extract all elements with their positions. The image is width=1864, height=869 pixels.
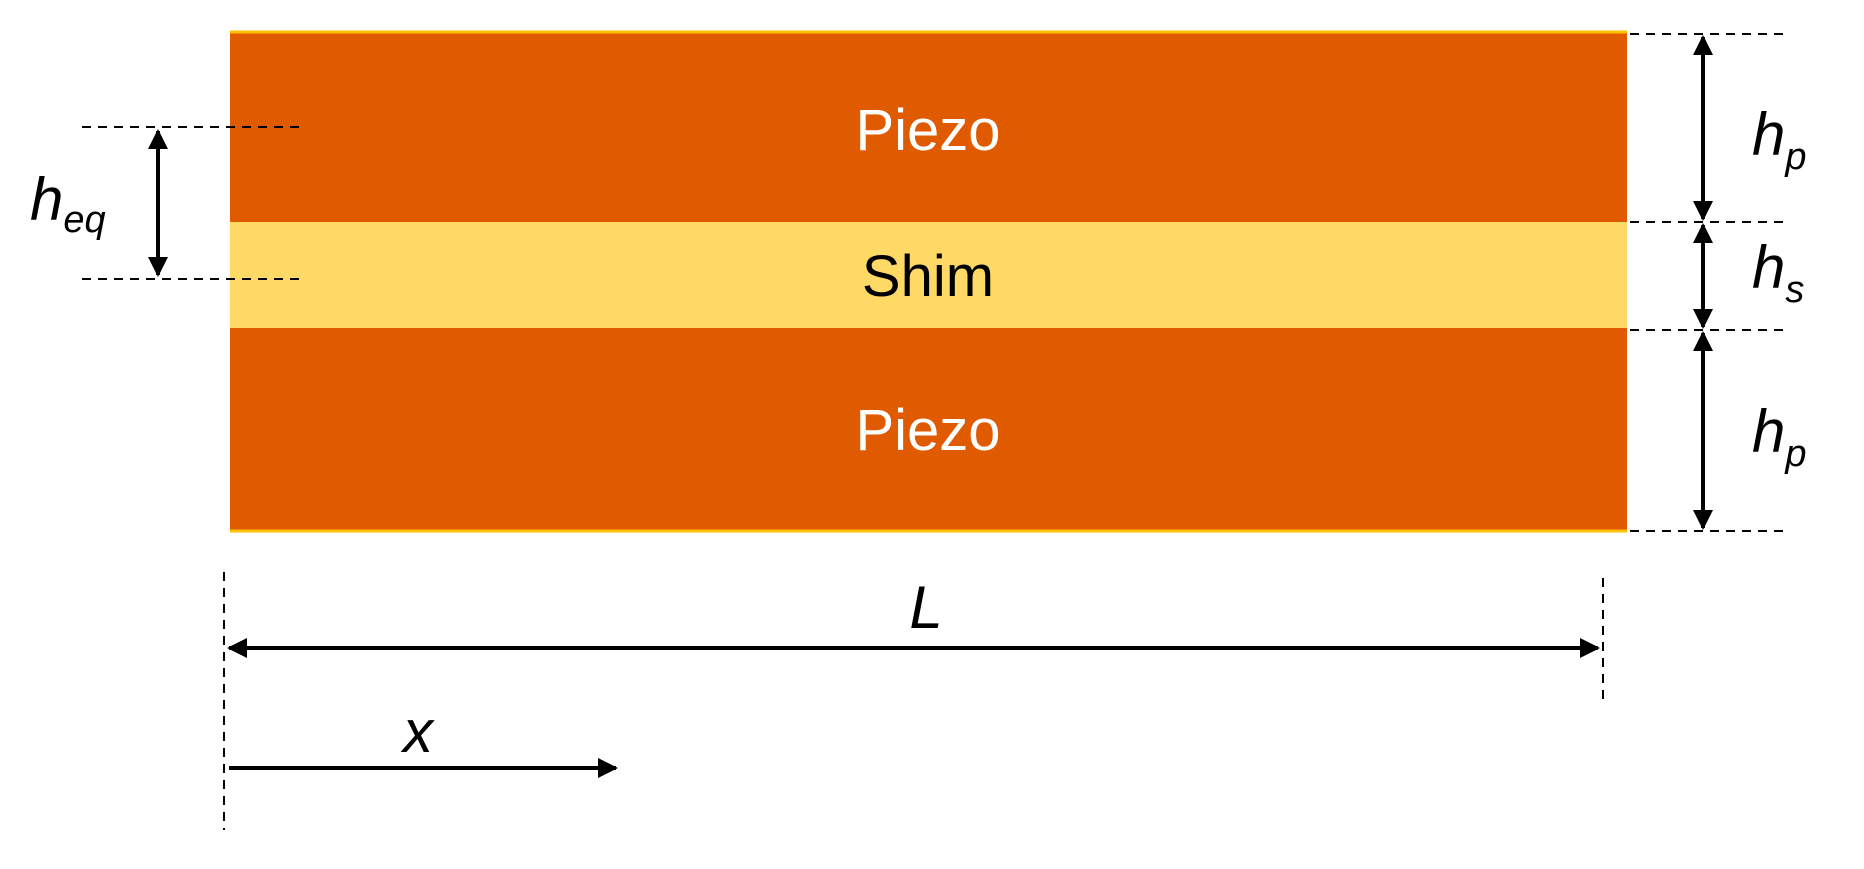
piezo-layer-bottom <box>230 328 1627 531</box>
piezo-top-label: Piezo <box>855 98 1000 163</box>
shim-label: Shim <box>862 244 994 309</box>
h-p-top-label: hp <box>1752 101 1807 178</box>
shim-layer <box>230 222 1627 328</box>
position-label: x <box>400 698 435 765</box>
h-eq-label: heq <box>30 166 106 241</box>
h-s-label: hs <box>1752 234 1804 311</box>
length-label: L <box>909 574 942 641</box>
h-p-bottom-label: hp <box>1752 398 1807 475</box>
piezo-layer-top <box>230 32 1627 222</box>
piezo-bottom-label: Piezo <box>855 398 1000 463</box>
